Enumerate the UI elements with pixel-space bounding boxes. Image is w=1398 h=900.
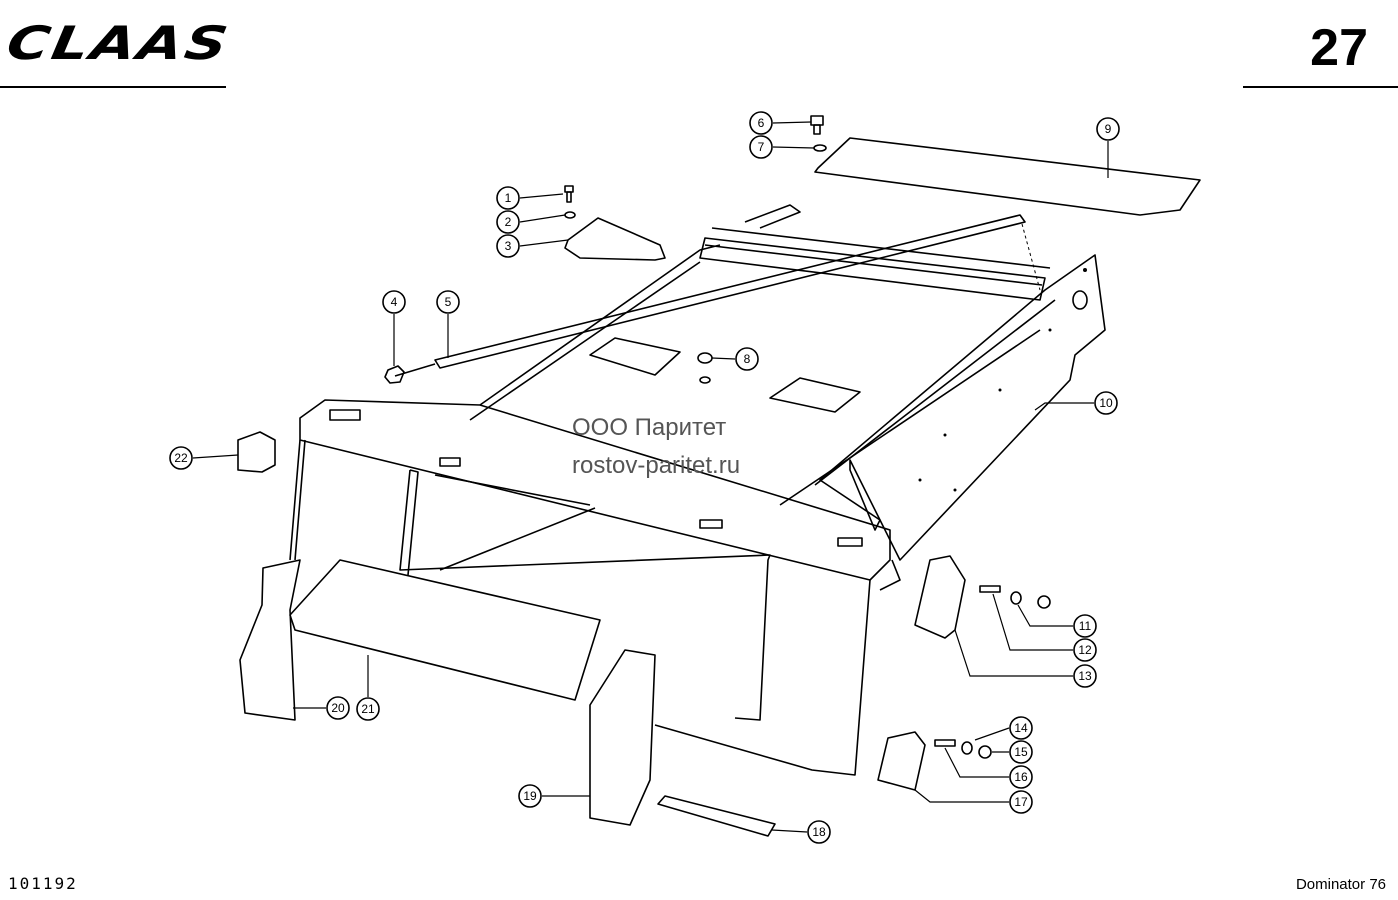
footer-model: Dominator 76: [1295, 876, 1386, 893]
callout-17: 17: [1009, 790, 1033, 814]
svg-text:18: 18: [812, 825, 826, 839]
callout-20: 20: [326, 696, 350, 720]
plug-8: [697, 352, 713, 384]
callout-8: 8: [735, 347, 759, 371]
bolt-16: [934, 739, 956, 747]
frame-body: [289, 244, 1056, 776]
bolt-6: [810, 115, 824, 135]
support-20: [239, 559, 301, 721]
svg-text:13: 13: [1078, 669, 1092, 683]
washer-7: [813, 144, 827, 152]
svg-text:11: 11: [1079, 619, 1092, 633]
support-19: [589, 649, 656, 826]
callout-15: 15: [1009, 740, 1033, 764]
callout-6: 6: [749, 111, 773, 135]
watermark-company: ООО Паритет: [572, 414, 727, 441]
svg-text:15: 15: [1014, 745, 1028, 759]
callout-9: 9: [1096, 117, 1120, 141]
plate-17: [877, 731, 926, 791]
watermark-url: rostov-paritet.ru: [572, 452, 741, 479]
svg-text:22: 22: [174, 451, 188, 465]
callout-5: 5: [436, 290, 460, 314]
side-rail: [819, 254, 1106, 561]
bolt-12: [979, 585, 1001, 593]
svg-text:5: 5: [445, 295, 452, 309]
svg-text:8: 8: [744, 352, 751, 366]
washer-15: [978, 745, 992, 759]
callout-11: 11: [1073, 614, 1097, 638]
plate-13: [914, 555, 966, 639]
washer-14: [961, 741, 973, 755]
callout-18: 18: [807, 820, 831, 844]
callout-21: 21: [356, 697, 380, 721]
svg-text:10: 10: [1099, 396, 1113, 410]
svg-text:1: 1: [505, 191, 512, 205]
washer-2: [564, 211, 576, 219]
washer-11a: [1010, 591, 1022, 605]
callout-16: 16: [1009, 765, 1033, 789]
svg-text:21: 21: [361, 702, 375, 716]
header-rule-right: [1243, 86, 1398, 88]
bolt-1: [564, 185, 574, 203]
callout-1: 1: [496, 186, 520, 210]
svg-text:16: 16: [1014, 770, 1028, 784]
top-channel: [699, 204, 1051, 301]
svg-text:4: 4: [391, 295, 398, 309]
inspection-cover-1: [589, 337, 681, 376]
svg-text:14: 14: [1014, 721, 1028, 735]
plate-18: [657, 795, 776, 837]
callout-7: 7: [749, 135, 773, 159]
callout-3: 3: [496, 234, 520, 258]
footer-code: 101192: [8, 874, 78, 893]
callout-10: 10: [1094, 391, 1118, 415]
svg-text:12: 12: [1078, 643, 1092, 657]
callout-19: 19: [518, 784, 542, 808]
inspection-cover-2: [769, 377, 861, 413]
callout-22: 22: [169, 446, 193, 470]
svg-text:6: 6: [758, 116, 765, 130]
tie-rod: [394, 214, 1041, 377]
callout-2: 2: [496, 210, 520, 234]
svg-text:20: 20: [331, 701, 345, 715]
washer-11b: [1037, 595, 1051, 609]
svg-text:17: 17: [1014, 795, 1028, 809]
page-number: 27: [1310, 19, 1368, 77]
svg-text:19: 19: [523, 789, 537, 803]
cover-plate: [814, 137, 1201, 216]
callout-4: 4: [382, 290, 406, 314]
svg-text:9: 9: [1105, 122, 1112, 136]
header-rule-left: [0, 86, 226, 88]
leader-lines: [192, 121, 1109, 833]
nut-part: [384, 365, 405, 384]
svg-text:3: 3: [505, 239, 512, 253]
handle-bracket: [564, 217, 666, 261]
bracket-22: [237, 431, 276, 473]
callout-12: 12: [1073, 638, 1097, 662]
svg-text:7: 7: [758, 140, 765, 154]
callout-13: 13: [1073, 664, 1097, 688]
step-21: [289, 559, 601, 701]
svg-text:2: 2: [505, 215, 512, 229]
callout-14: 14: [1009, 716, 1033, 740]
